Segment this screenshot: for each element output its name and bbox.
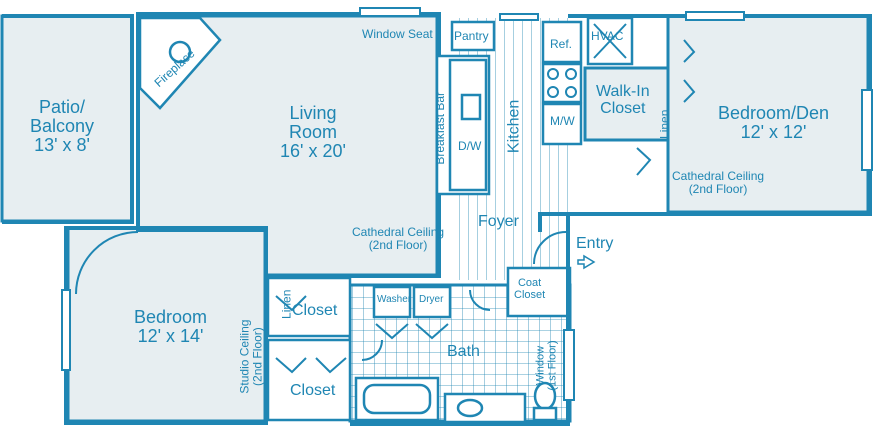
ref-box — [541, 20, 583, 64]
hvac-label: HVAC — [591, 29, 624, 43]
cathedral-ceiling-den-label: Cathedral Ceiling (2nd Floor) — [672, 169, 765, 196]
patio-floor — [0, 14, 134, 223]
bathtub-inner — [362, 383, 432, 415]
patio-label: Patio/ Balcony 13' x 8' — [30, 97, 95, 155]
window-seat-window — [359, 7, 421, 17]
toilet-tank — [532, 406, 558, 422]
bedroom-window — [61, 289, 71, 371]
hvac-x-icon — [593, 23, 627, 59]
bath-window — [563, 329, 575, 401]
laundry — [372, 285, 452, 319]
entry-arrow-icon — [577, 254, 596, 270]
bedroom-den-label: Bedroom/Den 12' x 12' — [718, 103, 830, 142]
door-swings — [75, 39, 696, 374]
linen-den-label: Linen — [657, 109, 672, 139]
cathedral-ceiling-living-label: Cathedral Ceiling (2nd Floor) — [352, 225, 445, 252]
linen-upper-label: Linen — [279, 289, 294, 319]
dw-label: D/W — [458, 139, 482, 153]
range-box — [541, 62, 583, 104]
breakfast-bar-label: Breakfast Bar — [433, 91, 448, 165]
window-seat-label: Window Seat — [362, 27, 433, 41]
bedroom-label: Bedroom 12' x 14' — [134, 307, 208, 346]
fireplace-icon — [138, 16, 222, 110]
walk-in-closet-label: Walk-In Closet — [596, 83, 650, 117]
studio-ceiling-label: Studio Ceiling (2nd Floor) — [237, 319, 265, 394]
washer-label: Washer — [377, 294, 412, 305]
sink-counter — [448, 58, 488, 192]
kitchen-counters — [435, 16, 634, 196]
vanity-sink — [456, 398, 484, 418]
mw-counter — [541, 102, 583, 146]
pantry-label: Pantry — [454, 29, 489, 43]
den-window-top — [685, 11, 745, 21]
kitchen-label: Kitchen — [505, 99, 523, 154]
washer-box — [372, 285, 412, 319]
walk-in-closet-floor — [583, 66, 670, 142]
range-burners — [547, 68, 577, 98]
windows — [61, 7, 873, 401]
entry-label: Entry — [576, 235, 614, 252]
pantry-box — [450, 20, 496, 52]
dryer-label: Dryer — [419, 294, 444, 305]
dryer-box — [412, 285, 452, 319]
bath-label: Bath — [447, 343, 480, 360]
exterior-walls — [2, 12, 872, 426]
foyer-floor — [452, 180, 572, 280]
ref-label: Ref. — [550, 37, 573, 51]
window-first-floor-label: Window (1st Floor) — [534, 340, 559, 391]
closet-upper-label: Closet — [292, 302, 338, 319]
living-room-label: Living Room 16' x 20' — [280, 103, 346, 161]
mw-label: M/W — [550, 114, 575, 128]
kitchen-window — [499, 13, 539, 21]
closet-upper — [266, 276, 352, 338]
den-window-right — [861, 89, 873, 171]
closet-lower-label: Closet — [290, 382, 336, 399]
closet-lower — [266, 338, 352, 422]
coat-closet-label: Coat Closet — [514, 277, 546, 301]
sink — [460, 93, 482, 121]
foyer-label: Foyer — [478, 213, 519, 230]
bath-fixtures — [354, 376, 558, 424]
